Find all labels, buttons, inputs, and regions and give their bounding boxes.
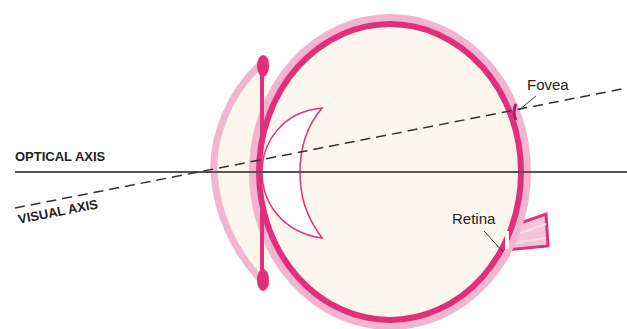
part-label: Fovea <box>527 76 569 93</box>
iris <box>260 210 264 276</box>
ciliary-body <box>257 55 269 77</box>
optic-disc <box>505 231 509 249</box>
leader-line <box>484 231 503 252</box>
ciliary-body <box>257 269 269 291</box>
fovea-pit <box>514 104 516 120</box>
optical-axis-line <box>15 171 627 173</box>
visual-axis-line <box>15 88 627 208</box>
iris <box>260 70 264 135</box>
part-label: Retina <box>452 210 495 227</box>
axis-label: OPTICAL AXIS <box>15 150 105 165</box>
axis-label: VISUAL AXIS <box>17 197 99 227</box>
leader-line <box>519 96 536 110</box>
